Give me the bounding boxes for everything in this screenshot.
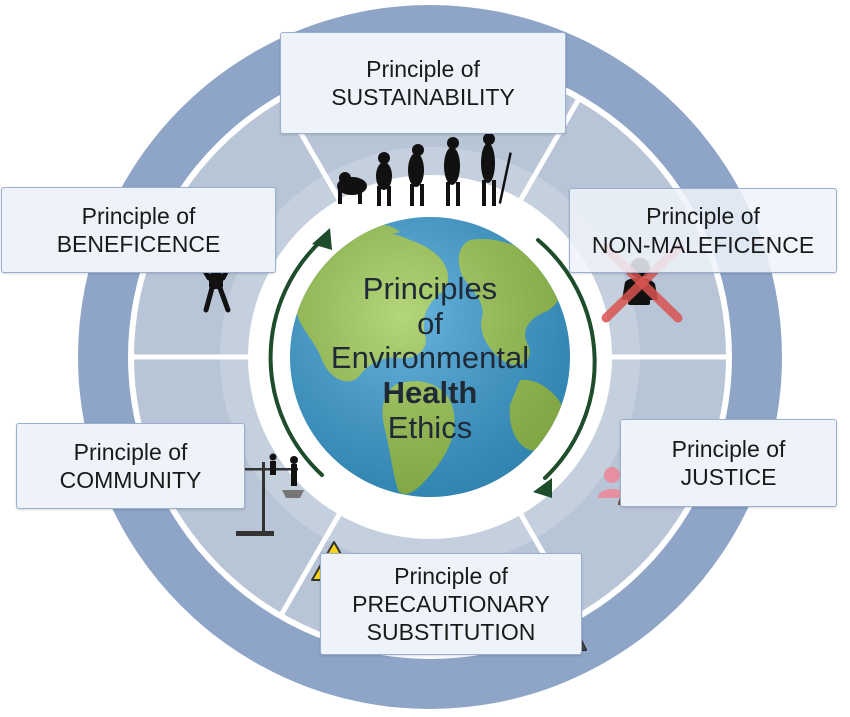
principle-non-maleficence-line-2: NON-MALEFICENCE <box>591 231 815 258</box>
principle-non-maleficence-box: Principle of NON-MALEFICENCE <box>569 188 837 273</box>
principle-sustainability-line-2: SUSTAINABILITY <box>331 84 515 110</box>
principle-sustainability-box: Principle of SUSTAINABILITY <box>280 32 566 134</box>
center-title-line-3: Environmental <box>330 340 530 376</box>
principle-justice-line-2: JUSTICE <box>680 464 777 490</box>
center-title-line-2: of <box>417 305 443 341</box>
principle-sustainability-line-1: Principle of <box>366 55 480 82</box>
arrow-head-bottom <box>533 478 552 498</box>
principle-justice-box: Principle of JUSTICE <box>620 419 837 507</box>
center-title-line-5: Ethics <box>387 409 473 445</box>
principle-community-box: Principle of COMMUNITY <box>16 423 245 509</box>
center-title-line-4: Health <box>382 375 478 411</box>
principle-beneficence-line-2: BENEFICENCE <box>56 231 221 257</box>
principle-beneficence-line-1: Principle of <box>81 202 196 229</box>
principle-community-line-2: COMMUNITY <box>59 467 202 493</box>
principle-precautionary-substitution-line-1: Principle of <box>394 562 508 589</box>
human-evolution-icon <box>337 133 512 206</box>
principle-precautionary-substitution-line-3: SUBSTITUTION <box>366 619 536 646</box>
principle-non-maleficence-line-1: Principle of <box>646 203 760 230</box>
arrow-left <box>268 238 324 477</box>
cycle-arrows <box>268 238 597 480</box>
principle-precautionary-substitution-line-2: PRECAUTIONARY <box>352 590 550 617</box>
principle-precautionary-substitution-box: Principle of PRECAUTIONARY SUBSTITUTION <box>320 553 582 655</box>
arrow-head-top <box>312 228 332 250</box>
principle-community-line-1: Principle of <box>73 438 188 465</box>
principle-justice-line-1: Principle of <box>671 435 786 462</box>
principle-beneficence-box: Principle of BENEFICENCE <box>1 187 276 273</box>
center-title-line-1: Principles <box>362 271 498 306</box>
arrow-right <box>536 238 597 480</box>
center-title: Principles of Environmental Health Ethic… <box>290 271 570 446</box>
